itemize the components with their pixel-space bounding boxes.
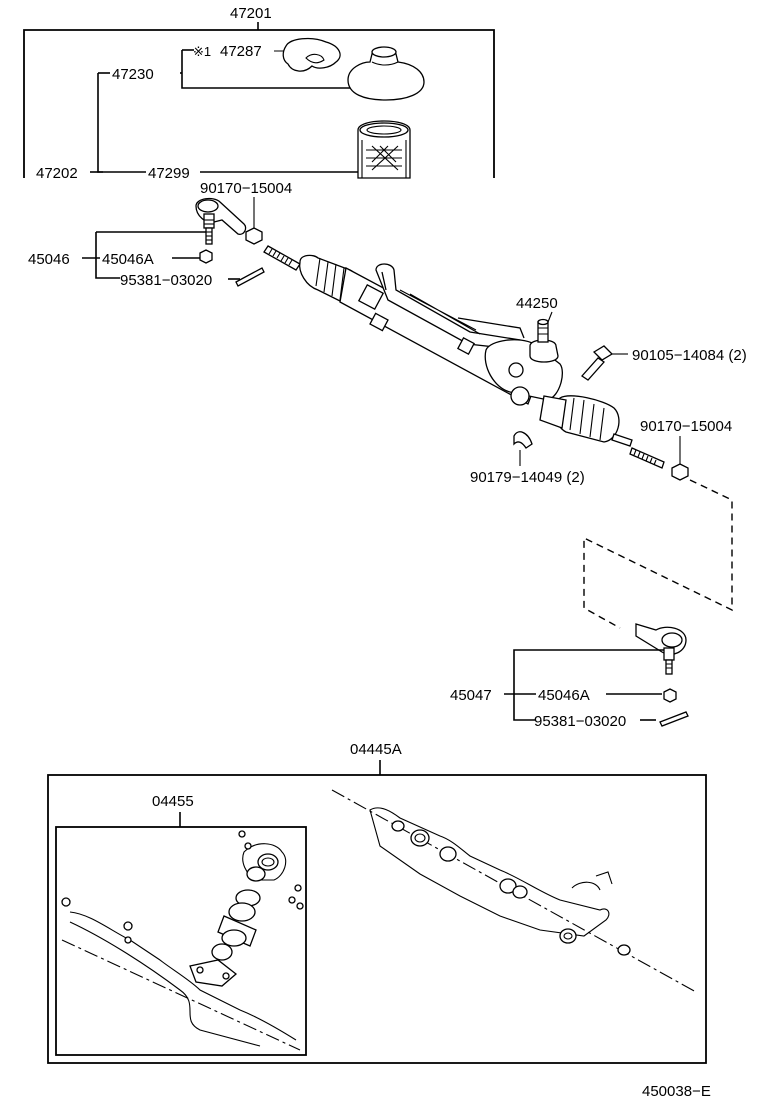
- label-95381-top: 95381−03020: [120, 272, 212, 289]
- label-47230: 47230: [112, 66, 154, 83]
- label-45046: 45046: [28, 251, 70, 268]
- label-47201: 47201: [230, 5, 272, 22]
- tie-rod-end-left: 90170−15004 45046 45046A 95381−03020: [28, 180, 292, 289]
- kit-04445A-group: 04445A 04455: [47, 741, 707, 1064]
- label-90179: 90179−14049 (2): [470, 469, 585, 486]
- label-90170-top: 90170−15004: [200, 180, 292, 197]
- steering-rack-44250: [263, 245, 689, 481]
- label-47202: 47202: [36, 165, 78, 182]
- figure-code: 450038−E: [642, 1083, 711, 1100]
- tie-rod-end-right: 45047 45046A 95381−03020: [450, 623, 689, 730]
- dashed-connection: [583, 479, 733, 629]
- label-44250: 44250: [516, 295, 558, 312]
- label-45046A-bottom: 45046A: [538, 687, 590, 704]
- note-mark: ※1: [193, 44, 211, 59]
- label-04445A: 04445A: [350, 741, 402, 758]
- label-04455: 04455: [152, 793, 194, 810]
- label-47299: 47299: [148, 165, 190, 182]
- kit-47201-group: 47201 ※1 47287 47230 47202 47299: [23, 5, 495, 182]
- label-45047: 45047: [450, 687, 492, 704]
- bolt-90105: [581, 345, 628, 381]
- label-45046A-top: 45046A: [102, 251, 154, 268]
- label-95381-bottom: 95381−03020: [534, 713, 626, 730]
- dust-cap: [347, 46, 425, 101]
- label-90170-right: 90170−15004: [640, 418, 732, 435]
- label-47287: 47287: [220, 43, 262, 60]
- boot-47299: [357, 120, 411, 179]
- label-90105: 90105−14084 (2): [632, 347, 747, 364]
